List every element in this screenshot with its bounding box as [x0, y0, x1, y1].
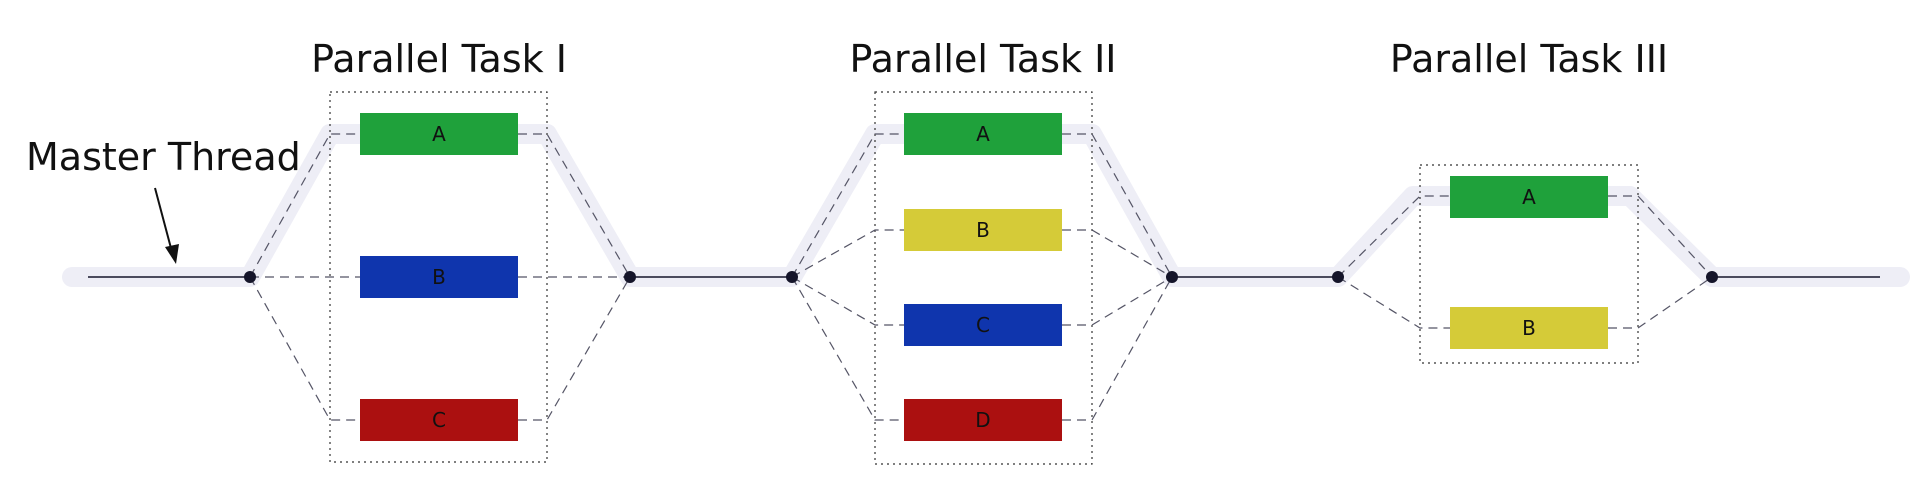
group-title: Parallel Task III	[1390, 37, 1668, 81]
fork-node	[244, 271, 256, 283]
task-box-a	[360, 113, 518, 155]
task-label: B	[976, 218, 990, 242]
group-title: Parallel Task I	[311, 37, 567, 81]
task-box-c	[360, 399, 518, 441]
task-box-b	[1450, 307, 1608, 349]
task-label: C	[976, 313, 990, 337]
arrow-icon	[154, 187, 179, 264]
branch-line	[1062, 133, 1173, 278]
group-frame	[874, 91, 1093, 465]
branch-line	[518, 276, 631, 421]
task-label: D	[975, 408, 990, 432]
branch-line	[249, 133, 360, 278]
join-node	[1706, 271, 1718, 283]
branch-line	[1337, 195, 1450, 278]
join-node	[624, 271, 636, 283]
parallel-task-group-2: Parallel Task II A B C D	[791, 37, 1173, 465]
task-box-d	[904, 399, 1062, 441]
parallel-task-group-1: Parallel Task I A B C	[249, 37, 631, 463]
task-box-c	[904, 304, 1062, 346]
branch-line	[791, 133, 904, 278]
fork-node	[1332, 271, 1344, 283]
branch-line	[518, 133, 631, 278]
master-thread-highlight	[62, 124, 1910, 287]
fork-join-lines	[1337, 195, 1713, 329]
branch-line	[1608, 276, 1713, 329]
task-label: A	[432, 122, 446, 146]
branch-line	[249, 276, 360, 421]
task-label: A	[976, 122, 990, 146]
branch-line	[791, 276, 904, 326]
branch-line	[791, 229, 904, 278]
group-title: Parallel Task II	[849, 37, 1116, 81]
task-label: A	[1522, 185, 1536, 209]
task-label: B	[1522, 316, 1536, 340]
fork-join-lines	[791, 133, 1173, 421]
task-box-b	[360, 256, 518, 298]
task-box-a	[904, 113, 1062, 155]
branch-line	[791, 276, 904, 421]
branch-line	[1608, 195, 1713, 278]
master-thread-label: Master Thread	[26, 135, 301, 179]
fork-join-lines	[249, 133, 631, 421]
group-frame	[329, 91, 548, 463]
branch-line	[1062, 276, 1173, 326]
join-node	[1166, 271, 1178, 283]
group-frame	[1419, 164, 1639, 364]
branch-line	[1337, 276, 1450, 329]
fork-join-nodes	[244, 271, 1718, 283]
branch-line	[1062, 229, 1173, 278]
parallel-task-group-3: Parallel Task III A B	[1337, 37, 1713, 364]
branch-line	[1062, 276, 1173, 421]
task-label: B	[432, 265, 446, 289]
fork-node	[786, 271, 798, 283]
task-label: C	[432, 408, 446, 432]
task-box-b	[904, 209, 1062, 251]
task-box-a	[1450, 176, 1608, 218]
